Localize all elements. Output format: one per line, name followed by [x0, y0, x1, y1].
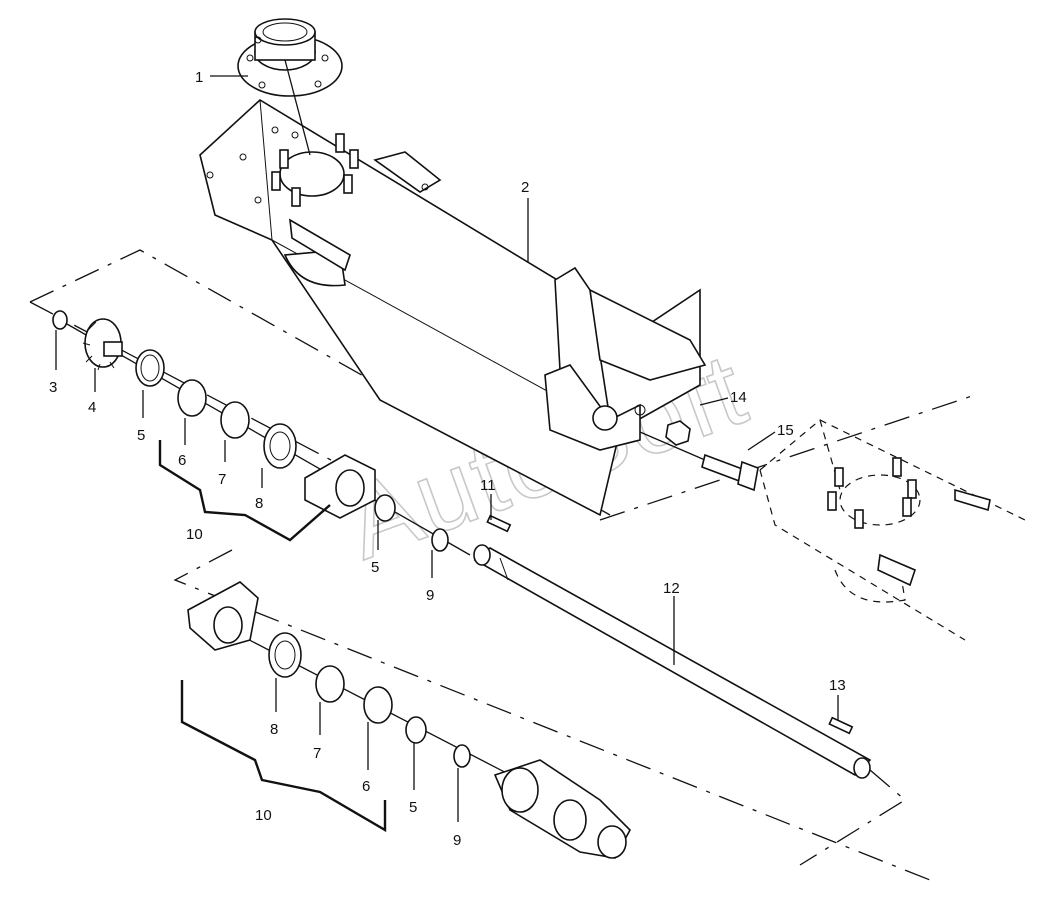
leader-lines [55, 59, 839, 822]
drive-shaft [473, 514, 872, 779]
callout-7: 7 [218, 471, 226, 488]
nut-and-bolt [639, 420, 759, 492]
callout-6: 6 [362, 778, 370, 795]
callout-12: 12 [663, 580, 680, 597]
callout-2: 2 [521, 179, 529, 196]
snap-ring-6-upper [177, 379, 207, 417]
snap-ring-6-lower [363, 686, 393, 724]
callout-8: 8 [255, 495, 263, 512]
universal-joint [493, 759, 631, 859]
circlip-9-lower [453, 744, 471, 768]
callout-11: 11 [480, 477, 496, 494]
callout-8: 8 [270, 721, 278, 738]
callout-5: 5 [137, 427, 145, 444]
upper-shaft-components [52, 310, 471, 556]
stud-bolts [271, 133, 359, 207]
bearing-8-lower [268, 632, 302, 678]
callout-1: 1 [195, 69, 203, 86]
shim-5-lower [405, 716, 427, 744]
callout-4: 4 [88, 399, 96, 416]
bearing-housing-upper [304, 454, 376, 519]
lower-shaft-components [187, 581, 631, 859]
ring-3 [52, 310, 68, 330]
ring-7-lower [315, 665, 345, 703]
reference-housing-outline [759, 419, 1026, 641]
callout-9: 9 [426, 587, 434, 604]
callout-15: 15 [777, 422, 794, 439]
shim-5-mid [374, 494, 396, 522]
callout-3: 3 [49, 379, 57, 396]
callout-10: 10 [255, 807, 272, 824]
callout-7: 7 [313, 745, 321, 762]
key-11 [486, 514, 512, 533]
main-beam [199, 99, 707, 517]
callout-10: 10 [186, 526, 203, 543]
bearing-housing-lower [187, 581, 259, 651]
callout-5: 5 [371, 559, 379, 576]
ring-7-upper [220, 401, 250, 439]
callout-14: 14 [730, 389, 747, 406]
callout-5: 5 [409, 799, 417, 816]
callout-9: 9 [453, 832, 461, 849]
key-13 [828, 716, 854, 735]
callout-13: 13 [829, 677, 846, 694]
callout-6: 6 [178, 452, 186, 469]
bearing-8-upper [263, 423, 297, 469]
bevel-gear [82, 318, 123, 371]
callouts: 1 2 3 4 5 6 7 8 10 5 9 11 12 13 14 15 8 … [49, 69, 846, 849]
group-brackets [158, 440, 387, 833]
circlip-9-upper [431, 528, 449, 552]
flange-housing [237, 18, 343, 97]
explosion-axis-lines [29, 249, 976, 881]
